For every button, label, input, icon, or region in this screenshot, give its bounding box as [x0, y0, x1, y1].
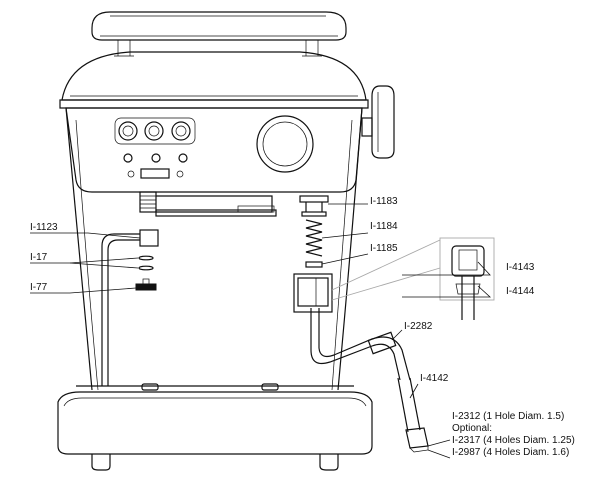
note-line-1: I-2312 (1 Hole Diam. 1.5): [452, 411, 564, 422]
label-i-1184: I-1184: [370, 221, 398, 232]
water-pipe-left: [101, 229, 159, 386]
gasket-and-filter: [135, 255, 157, 291]
label-i-4142: I-4142: [420, 373, 449, 384]
button-icon: [151, 153, 161, 163]
part-labels: I-1123 I-17 I-77 I-1183 I-1184 I-1185 I-…: [30, 196, 535, 384]
group-head: [139, 191, 277, 217]
label-i-4143: I-4143: [506, 262, 535, 273]
front-panel: [65, 107, 363, 193]
label-i-77: I-77: [30, 282, 48, 293]
steam-tip-icon: [405, 427, 429, 449]
group-spout: [139, 191, 157, 213]
button-icon: [123, 153, 133, 163]
top-handle: [91, 11, 347, 57]
filter-disc-icon: [135, 283, 157, 291]
label-i-17: I-17: [30, 252, 48, 263]
options-note: I-2312 (1 Hole Diam. 1.5) Optional: I-23…: [452, 411, 575, 458]
spring-icon: [305, 219, 323, 257]
knob-icon: [144, 121, 164, 141]
o-ring-icon: [138, 265, 154, 271]
label-i-4144: I-4144: [506, 286, 535, 297]
button-icon: [178, 153, 188, 163]
side-steam-knob: [361, 85, 395, 159]
detail-callout: [331, 237, 495, 320]
note-line-4: I-2987 (4 Holes Diam. 1.6): [452, 447, 569, 458]
knob-icon: [171, 121, 191, 141]
upper-housing: [59, 51, 369, 109]
o-ring-icon: [138, 255, 154, 261]
foot-left: [91, 454, 111, 471]
foot-right: [319, 454, 339, 471]
steam-valve-assembly: [293, 195, 333, 313]
base-drip-tray: [57, 383, 373, 471]
note-line-3: I-2317 (4 Holes Diam. 1.25): [452, 435, 575, 446]
knob-icon: [118, 121, 138, 141]
machine-body: [65, 107, 363, 391]
drip-tray: [57, 391, 373, 455]
note-line-2: Optional:: [452, 423, 492, 434]
label-i-2282: I-2282: [404, 321, 433, 332]
display-window: [140, 168, 170, 179]
control-knobs: [114, 117, 196, 145]
label-i-1185: I-1185: [370, 243, 398, 254]
leader-lines: [30, 203, 492, 459]
detail-box: [439, 237, 495, 301]
pressure-gauge-icon: [256, 115, 314, 173]
label-i-1123: I-1123: [30, 222, 58, 233]
label-i-1183: I-1183: [370, 196, 398, 207]
